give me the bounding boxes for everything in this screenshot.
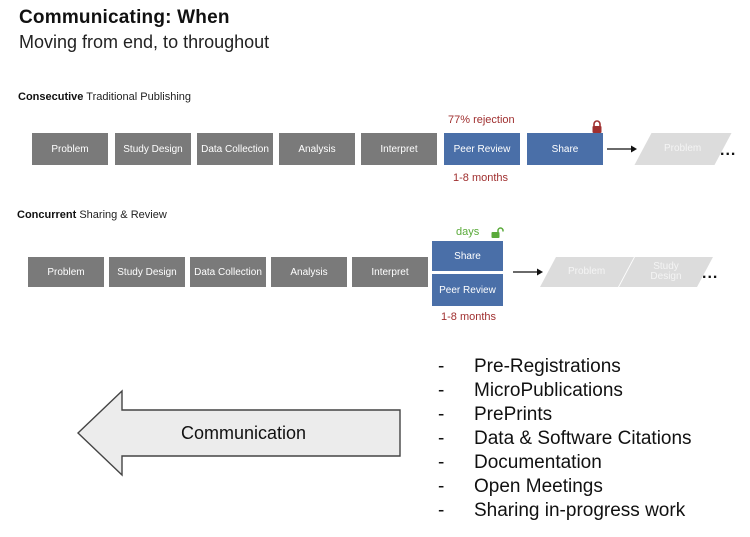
consecutive-step-problem: Problem (32, 133, 108, 165)
communication-outputs-list: - Pre-Registrations - MicroPublications - P… (438, 355, 692, 523)
concurrent-step-interpret: Interpret (352, 257, 428, 287)
list-item-label: Pre-Registrations (474, 356, 621, 377)
communication-label: Communication (181, 423, 307, 443)
consecutive-step-study-design: Study Design (115, 133, 191, 165)
bullet-marker: - (438, 404, 445, 425)
consecutive-next-step-label: Problem (664, 143, 702, 154)
concurrent-step-study-design: Study Design (109, 257, 185, 287)
communication-arrow (76, 389, 401, 477)
concurrent-step-analysis: Analysis (271, 257, 347, 287)
list-item: - Data & Software Citations (438, 427, 692, 451)
list-item-label: PrePrints (474, 404, 553, 425)
rejection-note: 77% rejection (448, 114, 515, 126)
list-item: - Sharing in-progress work (438, 499, 692, 523)
slide-subtitle: Moving from end, to throughout (19, 32, 270, 52)
bullet-marker: - (438, 428, 445, 449)
concurrent-next-step-problem-label: Problem (568, 266, 606, 277)
bullet-marker: - (438, 380, 445, 401)
concurrent-next-step-study-design: Study Design (619, 257, 713, 287)
bullet-marker: - (438, 476, 445, 497)
consecutive-step-data-collection: Data Collection (197, 133, 273, 165)
concurrent-next-arrow (513, 268, 543, 276)
concurrent-next-step-study-design-label: Study Design (650, 261, 682, 282)
list-item: - Open Meetings (438, 475, 692, 499)
consecutive-next-arrow (607, 145, 637, 153)
concurrent-step-data-collection: Data Collection (190, 257, 266, 287)
consecutive-next-step-problem: Problem (634, 133, 732, 165)
list-item-label: MicroPublications (474, 380, 623, 401)
unlocked-padlock-icon (491, 227, 504, 238)
consecutive-label-bold: Consecutive (18, 91, 84, 103)
list-item-label: Sharing in-progress work (474, 500, 686, 521)
consecutive-step-interpret: Interpret (361, 133, 437, 165)
concurrent-ellipsis: ... (702, 265, 719, 282)
concurrent-step-share: Share (432, 241, 503, 271)
list-item-label: Data & Software Citations (474, 428, 692, 449)
concurrent-label-rest: Sharing & Review (76, 209, 167, 221)
concurrent-label-bold: Concurrent (17, 209, 77, 221)
days-note: days (456, 226, 480, 238)
consecutive-step-share: Share (527, 133, 603, 165)
list-item-label: Open Meetings (474, 476, 603, 497)
consecutive-step-peer-review: Peer Review (444, 133, 520, 165)
concurrent-section-label: Concurrent Sharing & Review (17, 209, 167, 221)
consecutive-duration-note: 1-8 months (453, 172, 509, 184)
bullet-marker: - (438, 500, 445, 521)
list-item: - Documentation (438, 451, 692, 475)
list-item: - Pre-Registrations (438, 355, 692, 379)
bullet-marker: - (438, 452, 445, 473)
bullet-marker: - (438, 356, 445, 377)
consecutive-step-analysis: Analysis (279, 133, 355, 165)
consecutive-ellipsis: ... (720, 142, 737, 159)
consecutive-section-label: Consecutive Traditional Publishing (18, 91, 191, 103)
consecutive-label-rest: Traditional Publishing (83, 91, 192, 103)
concurrent-step-problem: Problem (28, 257, 104, 287)
concurrent-duration-note: 1-8 months (441, 311, 497, 323)
list-item: - MicroPublications (438, 379, 692, 403)
concurrent-next-step-problem: Problem (540, 257, 634, 287)
list-item: - PrePrints (438, 403, 692, 427)
locked-padlock-icon (592, 120, 602, 133)
list-item-label: Documentation (474, 452, 602, 473)
slide-title: Communicating: When (19, 7, 230, 28)
concurrent-step-peer-review: Peer Review (432, 274, 503, 306)
